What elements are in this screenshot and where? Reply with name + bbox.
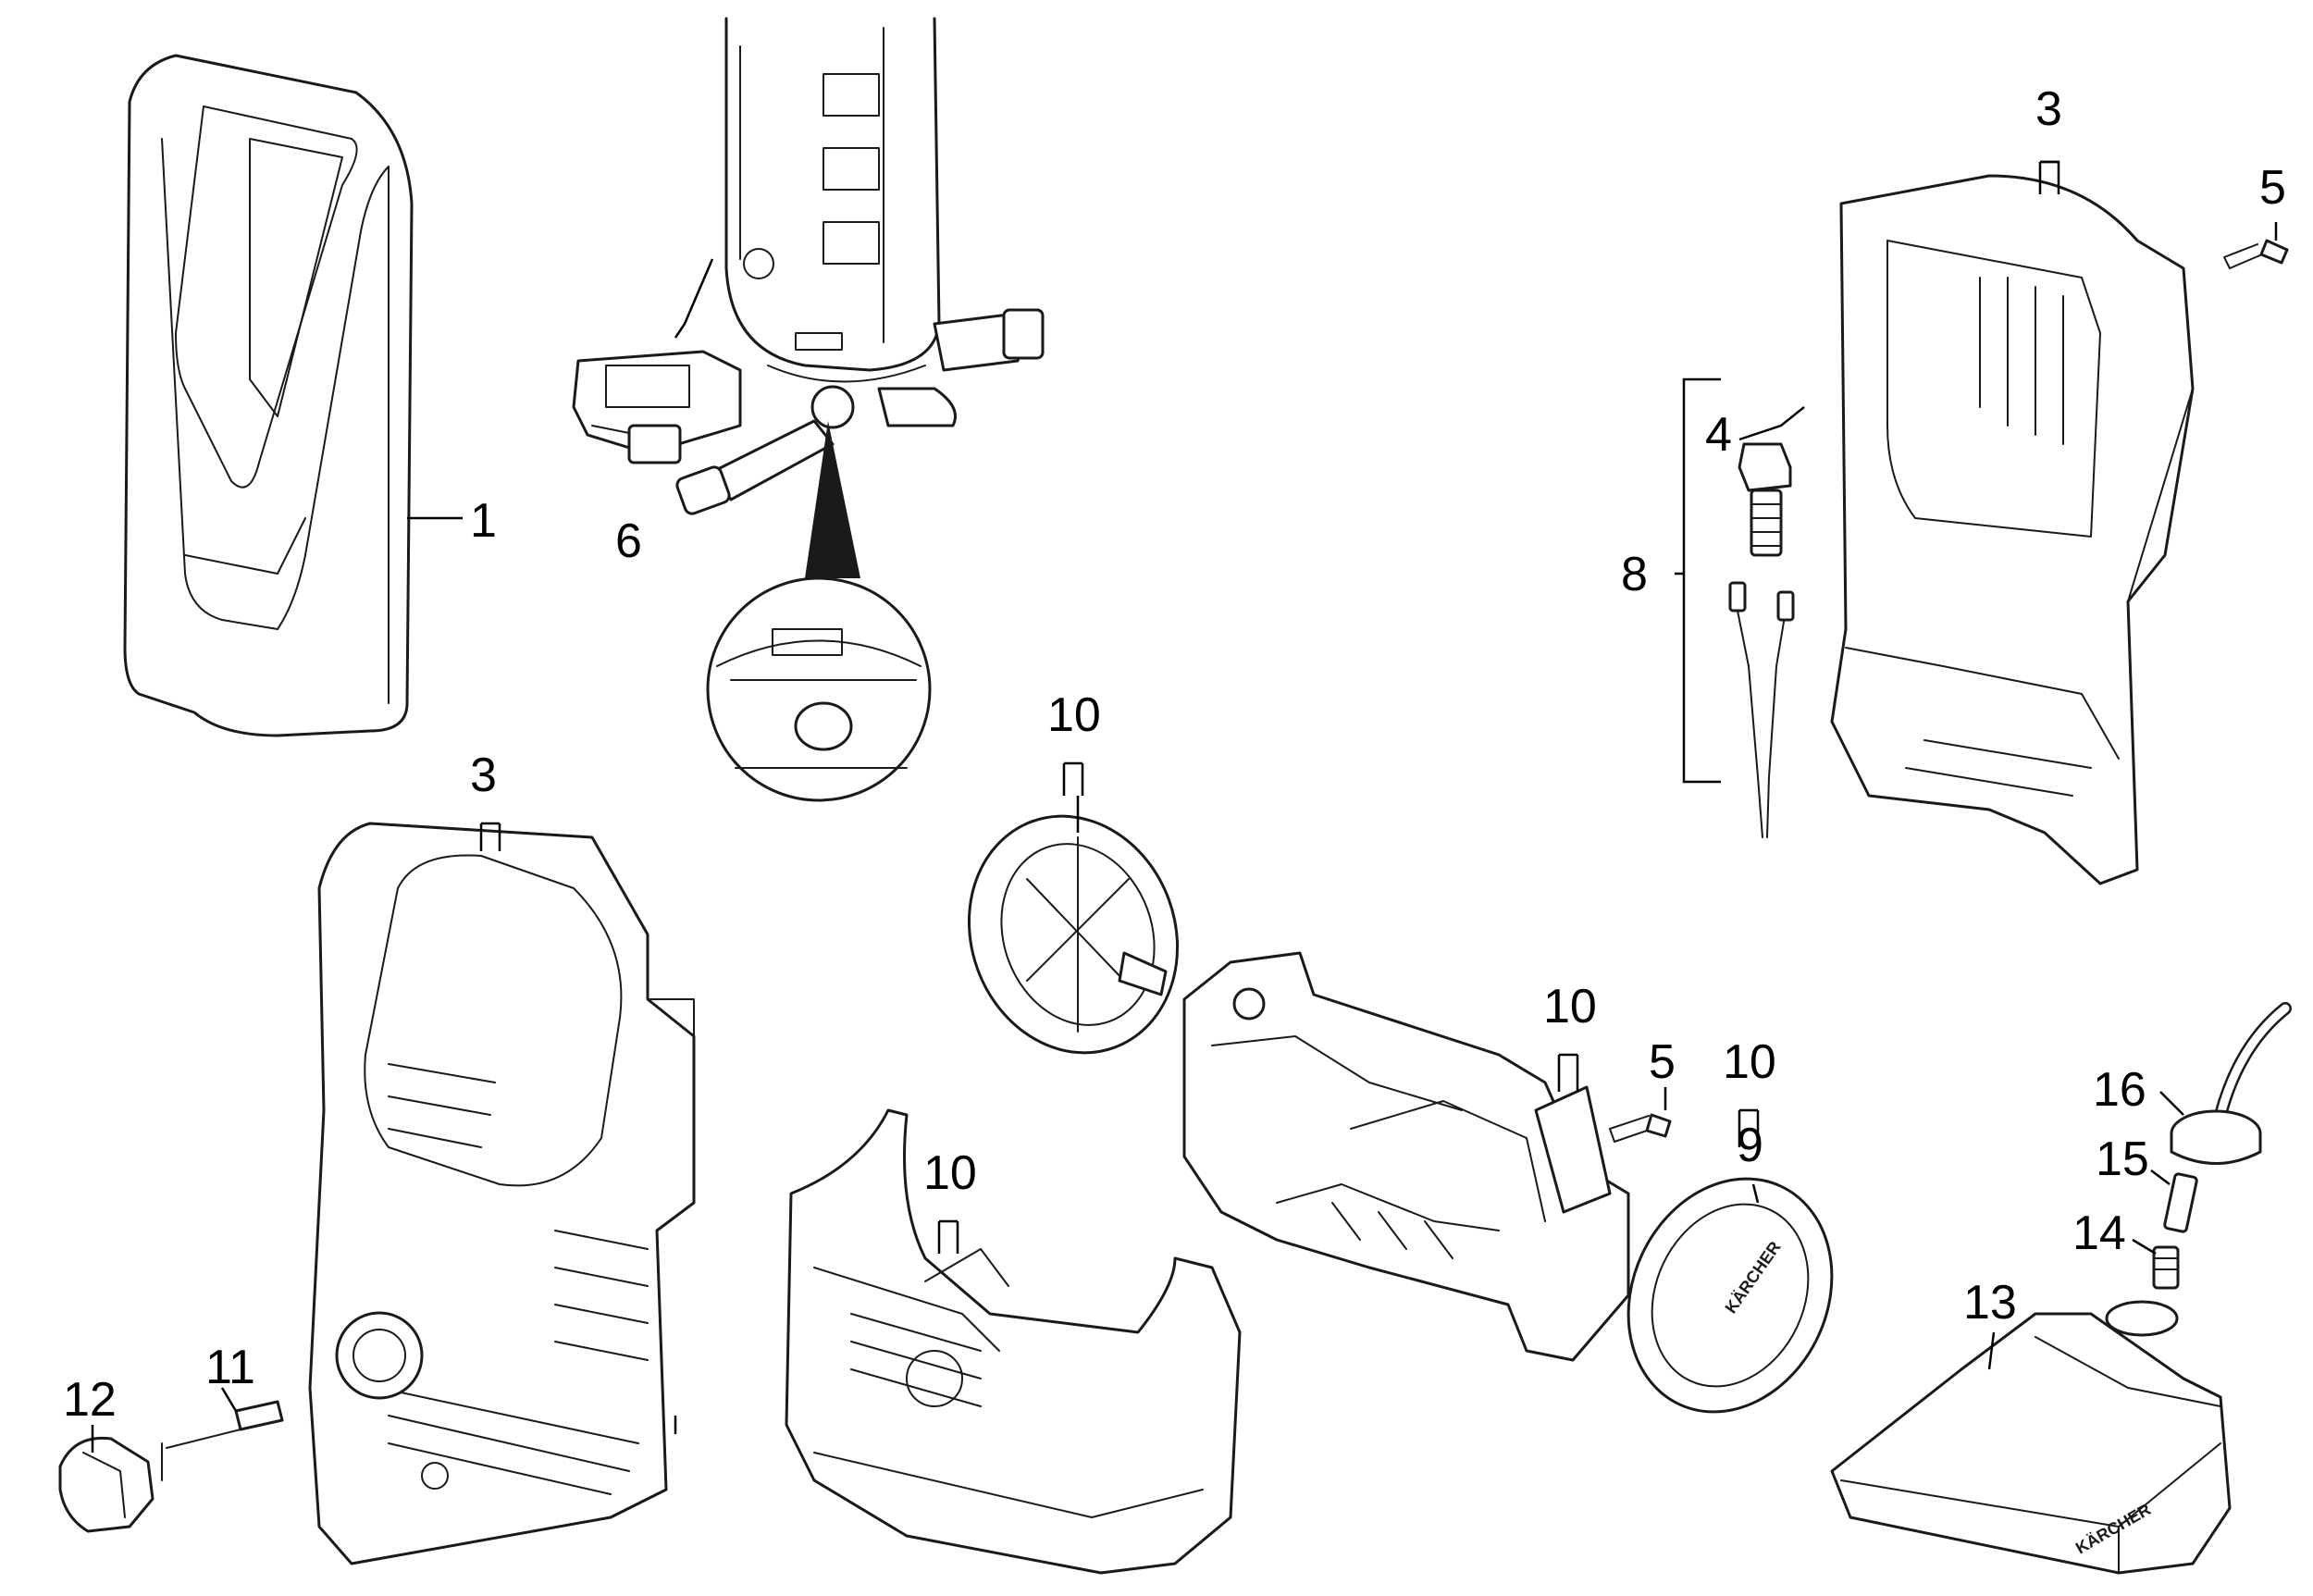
part-pump-motor-assembly [674, 17, 1045, 515]
part-main-housing [308, 822, 696, 1565]
part-rear-housing [1830, 174, 2195, 885]
part-wheel-right: KÄRCHER [1627, 1177, 1834, 1414]
callout-15: 15 [2096, 1132, 2149, 1186]
callout-3-top: 3 [2035, 82, 2062, 136]
callout-labels: 1 3 5 4 8 6 3 10 10 5 10 9 10 11 12 13 1… [63, 82, 2286, 1427]
part-plug-connector [1738, 442, 1792, 557]
callout-14: 14 [2072, 1206, 2126, 1260]
callout-4: 4 [1705, 408, 1732, 462]
detail-magnifier [706, 421, 932, 802]
callout-12: 12 [63, 1373, 117, 1427]
callout-9: 9 [1737, 1119, 1763, 1172]
callout-6: 6 [615, 514, 642, 568]
part-base-frame [1182, 951, 1630, 1362]
part-wheel-left [967, 814, 1180, 1055]
part-screw-center [1609, 1113, 1672, 1143]
callout-3-bottom: 3 [470, 749, 497, 802]
leader-lines [91, 160, 2278, 1453]
callout-10-bumper: 10 [923, 1146, 977, 1200]
part-filter [2152, 1245, 2180, 1290]
callout-16: 16 [2093, 1063, 2146, 1117]
callout-11: 11 [205, 1341, 255, 1394]
callout-5-center: 5 [1649, 1035, 1676, 1089]
part-latch-pin [161, 1400, 284, 1481]
part-front-cover [123, 54, 414, 737]
part-front-bumper [785, 1108, 1242, 1575]
part-switch-module [572, 350, 742, 464]
part-screw-top [2223, 239, 2289, 269]
callout-1: 1 [470, 494, 497, 548]
part-detergent-tank: KÄRCHER [1830, 1300, 2232, 1575]
callout-10-wheel: 10 [1047, 688, 1101, 742]
callout-10-frame: 10 [1543, 980, 1597, 1033]
callout-13: 13 [1963, 1276, 2017, 1330]
part-tank-cap [2170, 1002, 2292, 1165]
callout-8: 8 [1621, 548, 1648, 601]
callout-10-right: 10 [1723, 1035, 1776, 1089]
part-suction-hose-short [2163, 1172, 2198, 1233]
part-cable [1728, 581, 1795, 838]
part-knob [58, 1436, 155, 1533]
callout-5-top: 5 [2259, 161, 2286, 215]
